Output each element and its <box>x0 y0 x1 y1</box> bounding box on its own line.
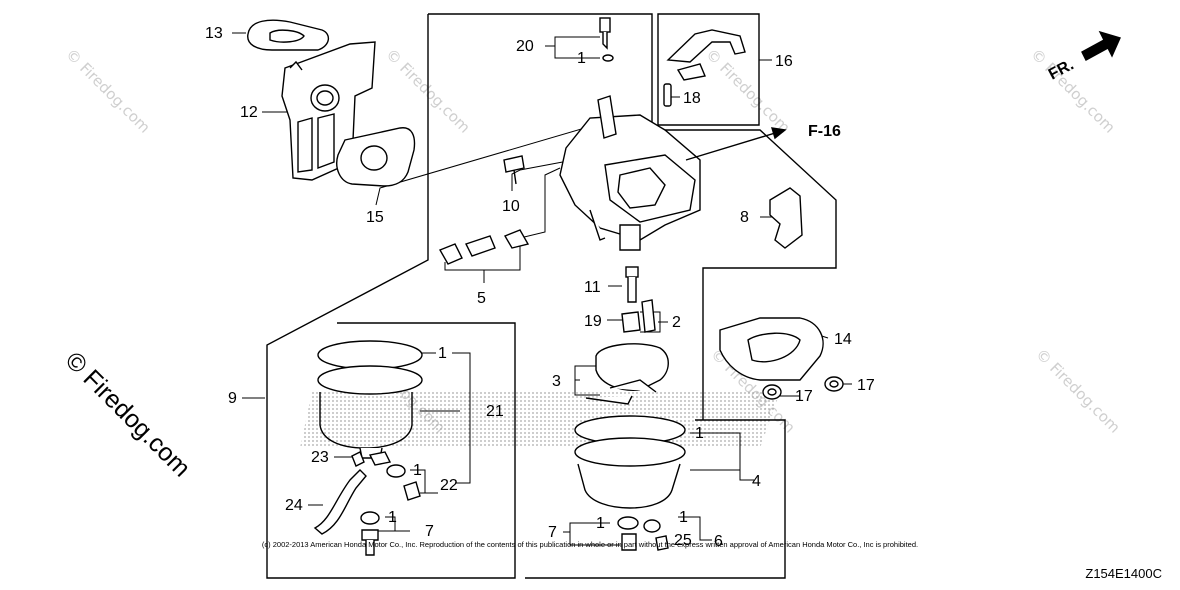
callout-1: 1 <box>577 50 586 67</box>
callout-9: 9 <box>228 390 237 407</box>
reference-f16: F-16 <box>808 123 841 140</box>
gasket-13 <box>247 19 329 51</box>
callout-15: 15 <box>366 209 384 226</box>
pilot-screw-set-5 <box>438 229 530 265</box>
front-arrow-icon <box>1081 30 1121 61</box>
gasket-15 <box>336 127 416 187</box>
bolt-7-left <box>360 511 380 556</box>
nut-17b <box>824 376 844 392</box>
callout-12: 12 <box>240 104 258 121</box>
callout-1: 1 <box>388 509 397 526</box>
clip-23 <box>351 451 365 467</box>
callout-3: 3 <box>552 373 561 390</box>
callout-20: 20 <box>516 38 534 55</box>
float-chamber-left <box>317 340 423 501</box>
screw-10 <box>503 155 525 185</box>
copyright-notice: (c) 2002-2013 American Honda Motor Co., … <box>261 540 919 549</box>
watermark-small: © Firedog.com <box>62 45 154 137</box>
callout-7: 7 <box>425 523 434 540</box>
diagram-code: Z154E1400C <box>1085 566 1162 581</box>
callout-4: 4 <box>752 473 761 490</box>
callout-1: 1 <box>438 345 447 362</box>
callout-2: 2 <box>672 314 681 331</box>
callout-1: 1 <box>596 515 605 532</box>
jet-2 <box>641 299 656 333</box>
callout-1: 1 <box>679 509 688 526</box>
callout-1: 1 <box>695 425 704 442</box>
callout-1: 1 <box>413 462 422 479</box>
choke-lever-16 <box>666 29 746 81</box>
gasket-14 <box>719 317 824 381</box>
watermark-small: © Firedog.com <box>1032 345 1124 437</box>
jet-19 <box>621 311 641 333</box>
carburetor-body <box>559 95 701 251</box>
callout-14: 14 <box>834 331 852 348</box>
tube-24 <box>313 469 367 535</box>
float-3 <box>585 343 669 405</box>
callout-11: 11 <box>584 279 601 296</box>
watermark-large: © Firedog.com <box>60 346 196 482</box>
callout-7: 7 <box>548 524 557 541</box>
callout-8: 8 <box>740 209 749 226</box>
callout-19: 19 <box>584 313 602 330</box>
callout-6: 6 <box>714 533 723 550</box>
watermark-small: © Firedog.com <box>1027 45 1119 137</box>
callout-18: 18 <box>683 90 701 107</box>
pin-18 <box>663 83 672 107</box>
callout-22: 22 <box>440 477 458 494</box>
main-jet-11 <box>625 266 639 303</box>
assembly-outlines <box>266 13 837 579</box>
parts <box>247 17 1121 556</box>
screw-20 <box>599 17 614 62</box>
callout-13: 13 <box>205 25 223 42</box>
callout-17: 17 <box>795 388 813 405</box>
float-chamber-right <box>574 415 686 551</box>
callout-16: 16 <box>775 53 793 70</box>
callout-24: 24 <box>285 497 303 514</box>
callout-23: 23 <box>311 449 329 466</box>
nut-17a <box>762 384 782 400</box>
callout-17: 17 <box>857 377 875 394</box>
callout-21: 21 <box>486 403 504 420</box>
bracket-8 <box>769 187 803 249</box>
callout-25: 25 <box>674 532 692 549</box>
callout-5: 5 <box>477 290 486 307</box>
callout-10: 10 <box>502 198 520 215</box>
reference-arrow-icon <box>685 129 786 161</box>
